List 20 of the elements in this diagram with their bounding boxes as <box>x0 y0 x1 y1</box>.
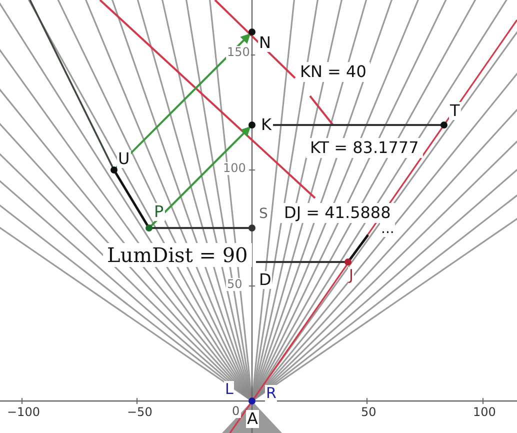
tick-label: 50 <box>226 278 244 292</box>
point-label: J <box>348 267 354 284</box>
tick-label: 50 <box>360 406 378 420</box>
truncated-label: ... <box>380 222 396 238</box>
point-label: T <box>449 102 461 120</box>
tick-label: −100 <box>6 406 41 420</box>
point-label: D <box>258 271 272 289</box>
tick-label: 100 <box>222 162 247 176</box>
measurement-label: KT = 83.1777 <box>306 138 423 158</box>
tick-label: 150 <box>226 46 251 60</box>
point-label: R <box>265 385 278 402</box>
measurement-label: LumDist = 90 <box>103 243 252 267</box>
tick-label: −50 <box>126 406 154 420</box>
point-label: N <box>258 34 272 52</box>
point-label: U <box>117 150 131 168</box>
point-label: P <box>153 203 165 221</box>
measurement-label: DJ = 41.5888 <box>280 203 395 223</box>
tick-label: 0 <box>231 405 241 418</box>
tick-label: 100 <box>472 406 497 420</box>
point-label: A <box>246 410 259 428</box>
